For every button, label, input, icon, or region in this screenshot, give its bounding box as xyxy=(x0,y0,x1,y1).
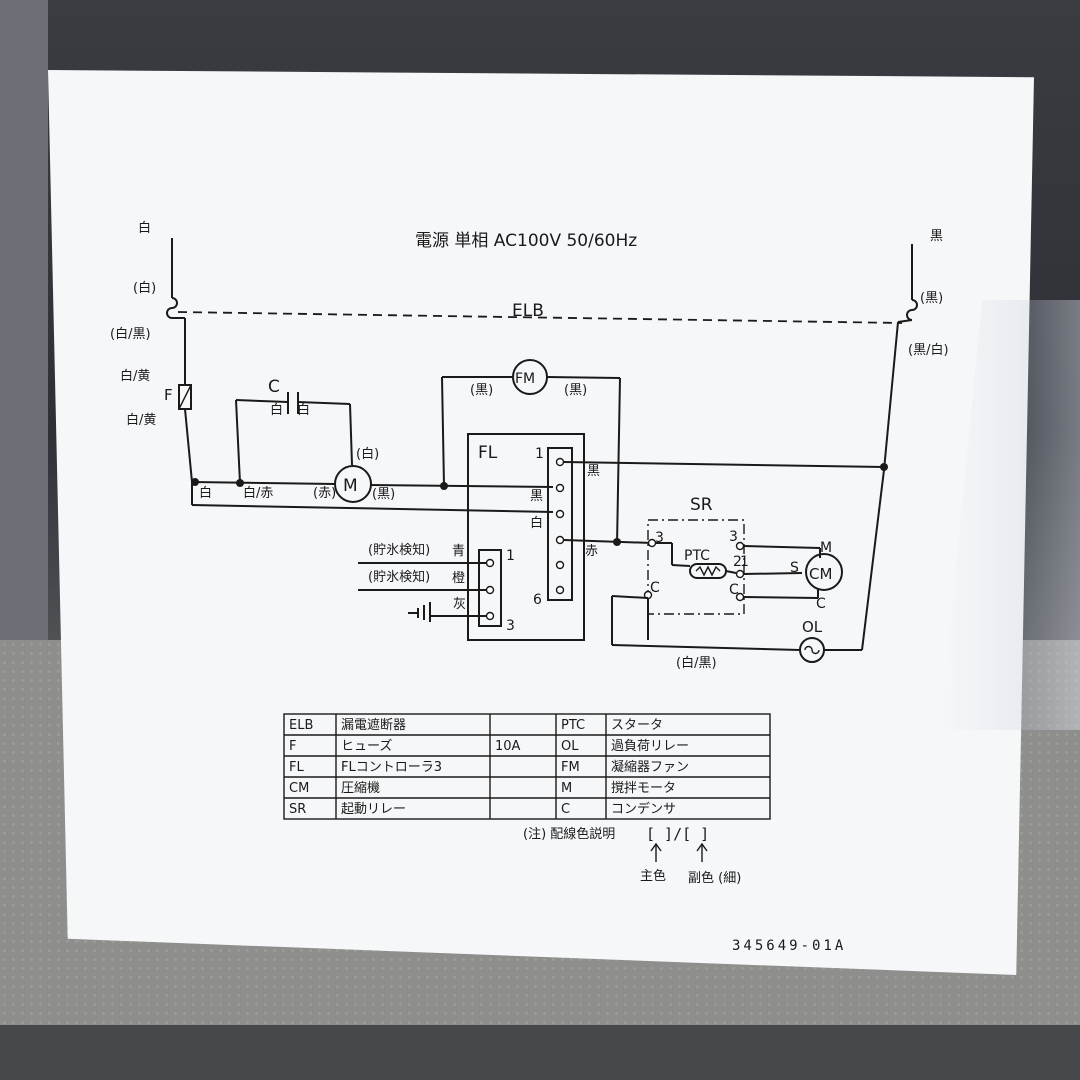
note-sub-color: 副色 (細) xyxy=(688,870,741,886)
fan-motor-symbol: FM xyxy=(515,371,535,387)
compressor-s-label: S xyxy=(790,560,799,576)
capacitor-letter: C xyxy=(268,377,280,397)
right-wire-joint-label: (黒/白) xyxy=(908,342,949,358)
legend-cell-r3-c3: M xyxy=(561,781,572,796)
legend-cell-r3-c1: 圧縮機 xyxy=(341,780,380,796)
note-bracket: [ ]/[ ] xyxy=(646,825,709,843)
legend-cell-r1-c3: OL xyxy=(561,739,579,754)
legend-cell-r2-c4: 凝縮器ファン xyxy=(611,759,689,775)
compressor-c-label: C xyxy=(816,596,826,612)
relay-name: SR xyxy=(690,495,713,515)
sensor-pin-3: 3 xyxy=(506,618,515,634)
legend-cell-r0-c1: 漏電遮断器 xyxy=(341,717,406,733)
relay-ptc-label: PTC xyxy=(684,548,710,564)
fuse-bottom-label: 白/黄 xyxy=(126,412,156,428)
legend-cell-r1-c1: ヒューズ xyxy=(341,738,392,754)
fan-motor-left-label: (黒) xyxy=(470,383,493,398)
left-wire-top-label: 白 xyxy=(138,220,151,236)
sensor-row-2-color: 橙 xyxy=(452,571,465,586)
legend-cell-r3-c4: 撹拌モータ xyxy=(611,781,676,796)
sensor-row-1-color: 青 xyxy=(452,544,465,559)
right-wire-mid-label: (黒) xyxy=(920,291,943,306)
legend-cell-r2-c3: FM xyxy=(561,760,580,775)
legend-cell-r3-c0: CM xyxy=(289,781,309,796)
sensor-pin-1: 1 xyxy=(506,548,515,564)
stir-motor-right-label: (黒) xyxy=(372,487,395,502)
stir-motor xyxy=(334,465,372,503)
legend-cell-r1-c4: 過負荷リレー xyxy=(611,739,689,754)
overload-wire-label: (白/黒) xyxy=(676,655,717,671)
controller-white-left-label: 白 xyxy=(530,515,543,531)
background-left xyxy=(0,0,48,640)
controller-black-right-label: 黒 xyxy=(587,464,600,479)
stir-motor-left-label: (赤) xyxy=(313,486,336,501)
legend-cell-r4-c4: コンデンサ xyxy=(611,801,676,817)
sensor-row-3-color: 灰 xyxy=(453,597,466,612)
overload-relay xyxy=(799,637,862,663)
note-main-color: 主色 xyxy=(640,868,666,884)
stir-motor-feed-label: 白/赤 xyxy=(243,485,273,501)
background-shadow xyxy=(0,1025,1080,1080)
relay-pin-2: 2 xyxy=(733,554,742,570)
left-wire-mid-label: (白) xyxy=(133,280,156,296)
fuse-letter: F xyxy=(164,386,173,404)
compressor-symbol: CM xyxy=(809,565,832,583)
legend-cell-r1-c2: 10A xyxy=(495,739,521,754)
start-relay xyxy=(611,519,821,651)
legend-cell-r1-c0: F xyxy=(289,739,296,754)
legend-cell-r4-c0: SR xyxy=(289,802,306,817)
compressor xyxy=(805,553,843,591)
right-wire-top-label: 黒 xyxy=(930,229,943,244)
controller-pin-1: 1 xyxy=(535,446,544,462)
legend-cell-r0-c4: スタータ xyxy=(611,718,663,733)
relay-pin-3b: 3 xyxy=(729,529,738,545)
capacitor-left-label: 白 xyxy=(270,402,283,418)
legend-cell-r0-c3: PTC xyxy=(561,718,585,733)
controller-black-left-label: 黒 xyxy=(530,489,543,504)
controller-red-right-label: 赤 xyxy=(585,544,598,559)
note-arrows xyxy=(650,842,708,862)
fan-motor xyxy=(441,359,621,546)
sensor-row-1-label: (貯氷検知) xyxy=(368,542,430,558)
relay-pin-c: C xyxy=(650,580,660,596)
fan-motor-right-label: (黒) xyxy=(564,383,587,398)
stir-motor-symbol: M xyxy=(343,476,358,496)
note-prefix: (注) 配線色説明 xyxy=(523,826,615,842)
power-title: 電源 単相 AC100V 50/60Hz xyxy=(415,231,637,251)
fl-controller xyxy=(467,433,888,641)
left-supply-line xyxy=(166,238,193,505)
overload-name: OL xyxy=(802,618,823,636)
bus-white-label: 白 xyxy=(199,485,212,501)
legend-cell-r2-c1: FLコントローラ3 xyxy=(341,760,442,775)
relay-pin-1: 1 xyxy=(740,554,749,570)
legend-cell-r2-c0: FL xyxy=(289,760,304,775)
legend-cell-r4-c1: 起動リレー xyxy=(341,802,406,817)
stir-motor-top-label: (白) xyxy=(356,446,379,462)
controller-pin-6: 6 xyxy=(533,592,542,608)
capacitor-symbol xyxy=(235,392,353,484)
controller-name: FL xyxy=(478,443,498,463)
sensor-connector xyxy=(358,549,502,627)
serial-number: 345649-01A xyxy=(732,938,846,954)
relay-pin-c2: C xyxy=(729,582,739,598)
elb-label: ELB xyxy=(512,301,544,321)
wiring-label-card xyxy=(48,70,1034,975)
sensor-row-2-label: (貯氷検知) xyxy=(368,569,430,585)
fuse-top-label: 白/黄 xyxy=(120,368,150,384)
relay-pin-3: 3 xyxy=(655,530,664,546)
legend-cell-r4-c3: C xyxy=(561,802,570,817)
left-wire-joint-label: (白/黒) xyxy=(110,326,151,342)
legend-table: ELB 漏電遮断器 PTC スタータ F ヒューズ 10A OL 過負荷リレー FL FLコントロー… xyxy=(283,713,771,820)
legend-cell-r0-c0: ELB xyxy=(289,718,313,733)
elb-dashed-link xyxy=(177,311,903,324)
right-supply-line xyxy=(861,244,918,651)
compressor-m-label: M xyxy=(820,540,832,556)
capacitor-right-label: 白 xyxy=(297,402,310,418)
